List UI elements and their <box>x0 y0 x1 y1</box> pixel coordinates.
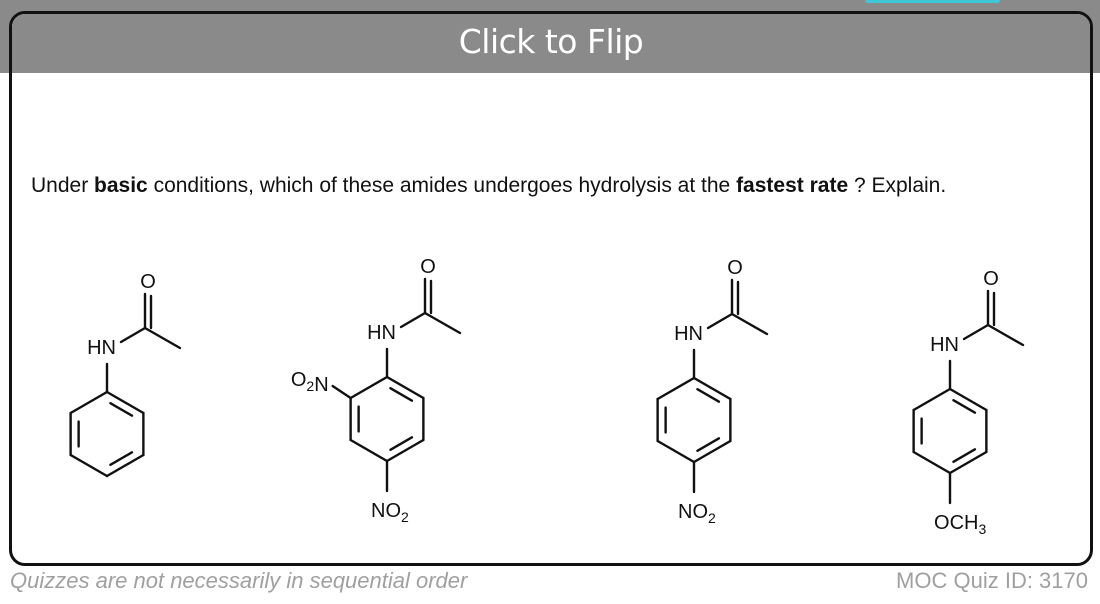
bond <box>692 439 732 464</box>
bond <box>962 323 990 341</box>
bond <box>948 387 988 412</box>
quiz-id: MOC Quiz ID: 3170 <box>896 568 1088 593</box>
bond <box>385 375 425 400</box>
bond <box>986 323 1025 347</box>
bond <box>389 436 414 451</box>
atom-label: HN <box>674 323 703 345</box>
bond <box>696 437 721 452</box>
question-emphasis: basic <box>94 174 148 197</box>
molecule-4: HN O OCH3 <box>912 268 1025 537</box>
atom-label: O2N <box>291 369 329 396</box>
bond <box>105 390 145 415</box>
bond <box>331 384 352 400</box>
bond <box>109 402 134 417</box>
bond <box>912 387 952 412</box>
bond <box>952 448 977 463</box>
atom-label: NO2 <box>371 500 409 525</box>
question-emphasis: fastest rate <box>736 174 849 197</box>
bond <box>399 311 427 329</box>
bond <box>423 311 462 335</box>
atom-label: HN <box>367 322 396 344</box>
bond <box>656 439 696 464</box>
bond <box>912 450 952 475</box>
atom-label: HN <box>87 337 116 359</box>
flashcard[interactable]: Click to Flip <box>9 11 1093 566</box>
bond <box>696 388 721 403</box>
bond <box>389 387 414 402</box>
bond <box>656 376 696 401</box>
bond <box>692 376 732 401</box>
atom-label: O <box>420 256 436 278</box>
question-part: ? Explain. <box>848 174 947 197</box>
bond <box>143 326 182 350</box>
bond <box>69 390 109 415</box>
question-text: Under basic conditions, which of these a… <box>31 174 1061 198</box>
bond <box>730 312 769 336</box>
atom-label: O <box>983 268 999 290</box>
bond <box>349 438 389 463</box>
atom-label: OCH3 <box>934 512 986 537</box>
molecule-3: HN O NO2 <box>656 257 769 526</box>
atom-label: O <box>140 271 156 293</box>
question-part: conditions, which of these amides underg… <box>147 174 737 197</box>
bond <box>119 326 147 344</box>
atom-label: HN <box>930 334 959 356</box>
bond <box>385 438 425 463</box>
bond <box>109 451 134 466</box>
molecule-1: HN O <box>69 271 182 478</box>
atom-label: O <box>727 257 743 279</box>
bond <box>105 453 145 478</box>
bond <box>952 399 977 414</box>
flip-button[interactable]: Click to Flip <box>12 14 1090 73</box>
teal-tab-indicator <box>865 0 1000 3</box>
bond <box>706 312 734 330</box>
flip-label: Click to Flip <box>458 22 644 61</box>
molecule-2: HN O NO2 O2N <box>291 256 462 525</box>
order-note: Quizzes are not necessarily in sequentia… <box>10 568 468 593</box>
atom-label: NO2 <box>678 501 716 526</box>
bond <box>948 450 988 475</box>
bond <box>349 375 389 400</box>
question-part: Under <box>31 174 95 197</box>
bond <box>69 453 109 478</box>
